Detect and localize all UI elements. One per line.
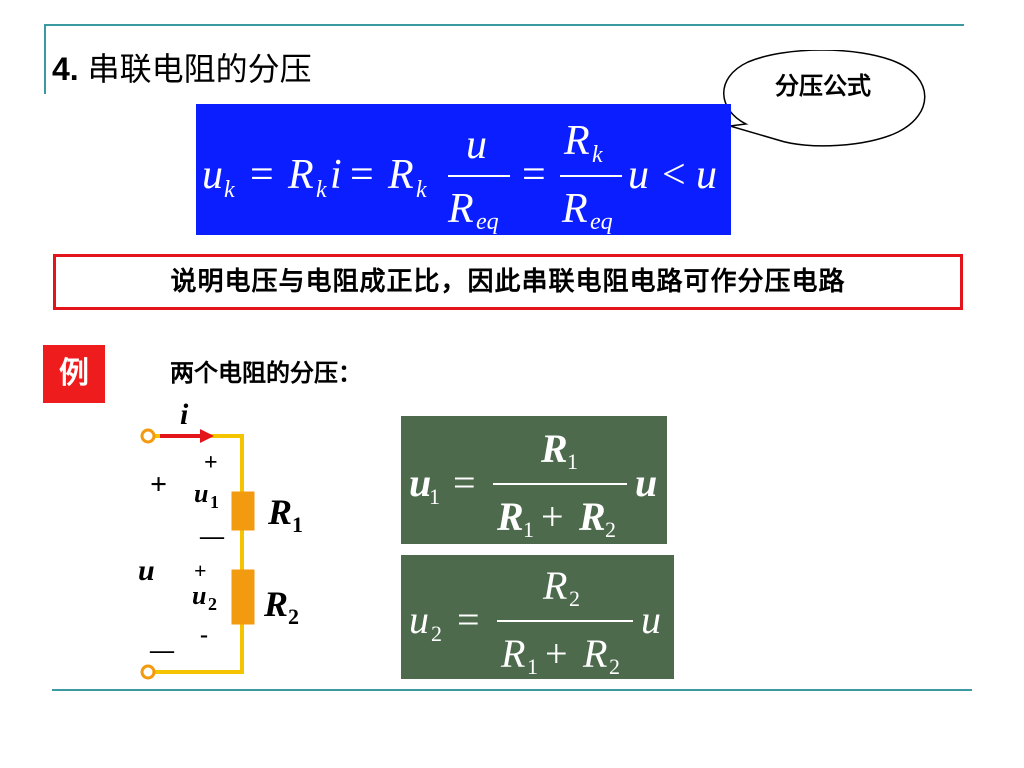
title-text: 串联电阻的分压 [87,51,312,87]
label-dash-1: — [199,524,225,550]
label-r2: R [263,584,288,624]
svg-text:R: R [563,118,590,164]
bottom-rule [52,689,972,691]
title-accent-bar [44,24,46,94]
svg-text:R: R [387,152,414,198]
svg-text:eq: eq [476,209,499,235]
svg-text:2: 2 [431,621,442,646]
circuit-diagram: i + + u 1 — R 1 u + u 2 - R 2 — [138,398,303,680]
svg-text:1: 1 [429,484,440,509]
svg-text:2: 2 [605,517,616,542]
callout-text: 分压公式 [775,72,871,100]
svg-text:R: R [582,631,607,676]
svg-text:R: R [447,186,474,232]
svg-text:k: k [592,142,603,168]
svg-text:u: u [696,152,717,198]
svg-text:k: k [316,177,327,203]
svg-text:=: = [457,597,480,642]
example-text: 两个电阻的分压： [170,359,362,387]
svg-text:R: R [500,631,525,676]
callout-bubble [723,50,926,147]
wire-bottom [154,624,244,674]
svg-text:R: R [540,426,568,471]
svg-text:1: 1 [527,654,538,679]
label-minus-left: — [149,638,175,664]
svg-text:u: u [409,460,431,505]
svg-text:=: = [350,152,374,198]
label-r1: R [267,492,292,532]
svg-text:R: R [561,186,588,232]
svg-text:1: 1 [523,517,534,542]
resistor-r2 [231,569,255,625]
current-arrow-head [200,429,214,443]
svg-text:R: R [496,494,524,539]
svg-text:R: R [542,563,567,608]
svg-text:2: 2 [609,654,620,679]
u2-formula: u 2 = R 2 R 1 + R 2 u [401,555,674,679]
label-plus-top: + [204,450,218,476]
svg-text:u: u [628,152,649,198]
svg-text:1: 1 [567,449,578,474]
svg-text:u: u [409,597,429,642]
svg-text:2: 2 [569,586,580,611]
label-plus-left: + [150,468,167,501]
label-r1-sub: 1 [292,512,303,537]
svg-text:k: k [224,177,235,203]
label-r2-sub: 2 [288,604,299,629]
u2-formula-math: u 2 = R 2 R 1 + R 2 u [409,563,661,679]
slide-title: 4. 串联电阻的分压 [52,44,312,90]
svg-text:u: u [635,460,657,505]
label-minus-2: - [200,622,208,648]
label-u: u [138,554,155,587]
divider-formula: u k = R k i = R k u R eq = R k R eq u < … [196,104,731,235]
resistor-r1 [231,491,255,531]
svg-text:R: R [578,494,606,539]
divider-formula-math: u k = R k i = R k u R eq = R k R eq u < … [202,118,717,235]
svg-text:=: = [522,152,546,198]
svg-text:=: = [250,152,274,198]
label-u2: u [192,581,206,610]
terminal-top [140,428,156,444]
example-badge: 例 [43,345,105,403]
svg-text:+: + [541,494,564,539]
label-u2-sub: 2 [208,594,217,614]
note-box: 说明电压与电阻成正比，因此串联电阻电路可作分压电路 [53,254,963,310]
label-current: i [180,398,189,431]
svg-text:eq: eq [590,209,613,235]
label-u1-sub: 1 [210,492,219,512]
title-number: 4. [52,51,79,87]
svg-text:u: u [641,597,661,642]
svg-text:R: R [287,152,314,198]
svg-text:u: u [466,122,487,168]
terminal-bottom [140,664,156,680]
svg-text:i: i [330,152,342,198]
svg-text:u: u [202,152,223,198]
u1-formula-math: u 1 = R 1 R 1 + R 2 u [409,426,657,542]
top-rule [44,24,964,26]
svg-text:=: = [453,460,476,505]
u1-formula: u 1 = R 1 R 1 + R 2 u [401,416,667,544]
svg-text:+: + [545,631,568,676]
label-u1: u [194,479,208,508]
svg-text:<: < [662,152,686,198]
label-plus-2: + [194,558,207,583]
svg-text:k: k [416,177,427,203]
